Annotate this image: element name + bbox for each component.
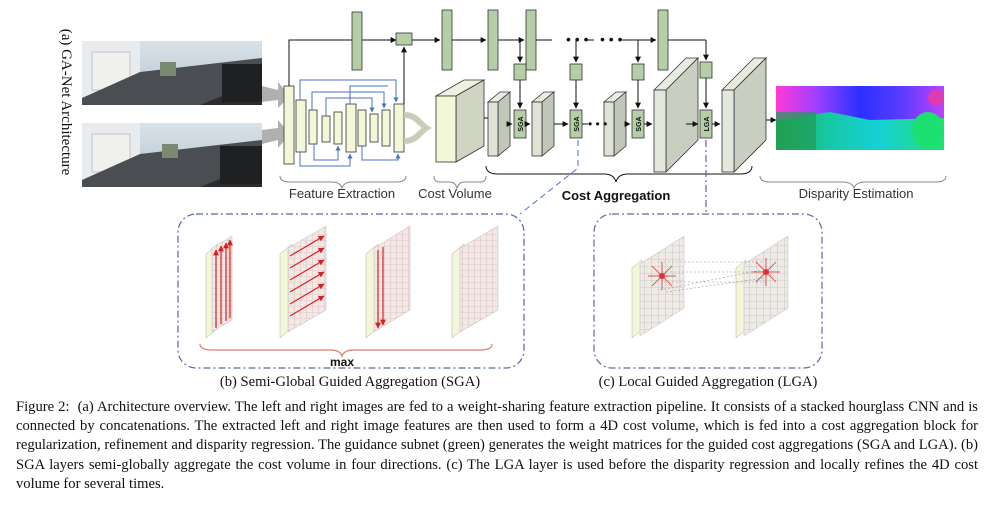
architecture-figure: (a) GA-Net Architecture xyxy=(58,9,947,390)
label-feature-extraction: Feature Extraction xyxy=(289,186,395,201)
feature-concat-merge xyxy=(404,112,432,144)
sga-layer-tags: SGA SGA SGA xyxy=(513,109,645,139)
label-cost-aggregation: Cost Aggregation xyxy=(562,188,671,203)
svg-text:SGA: SGA xyxy=(518,116,525,131)
feature-extraction-blocks xyxy=(283,85,405,165)
lga-layer-tag: LGA xyxy=(699,109,713,139)
svg-text:• • •: • • • xyxy=(600,31,623,47)
lga-local-slices xyxy=(631,235,789,339)
guidance-subnet: • • • • • • xyxy=(288,9,713,109)
figure-caption-text: (a) Architecture overview. The left and … xyxy=(16,399,978,492)
sga-panel-caption: (b) Semi-Global Guided Aggregation (SGA) xyxy=(220,374,480,390)
sga-panel-frame xyxy=(177,213,525,369)
cost-aggregation-blocks xyxy=(486,57,767,173)
lga-panel-caption: (c) Local Guided Aggregation (LGA) xyxy=(599,374,818,390)
svg-text:LGA: LGA xyxy=(704,117,711,132)
stage-braces xyxy=(279,175,947,190)
input-arrow-left xyxy=(262,82,290,108)
figure-caption: Figure 2: (a) Architecture overview. The… xyxy=(16,398,978,494)
label-disparity-estimation: Disparity Estimation xyxy=(799,186,914,201)
label-cost-volume: Cost Volume xyxy=(418,186,492,201)
cost-aggregation-brace xyxy=(485,165,753,183)
aggregation-flow-arrows xyxy=(506,117,777,127)
lga-panel-frame xyxy=(593,213,823,369)
sga-max-label: max xyxy=(330,355,354,369)
sga-direction-slices xyxy=(205,225,499,339)
svg-text:• • •: • • • xyxy=(566,31,589,47)
disparity-output-map xyxy=(776,86,944,150)
panel-a-title: (a) GA-Net Architecture xyxy=(58,29,74,176)
svg-text:SGA: SGA xyxy=(636,116,643,131)
sga-max-brace xyxy=(199,343,493,358)
figure-caption-label: Figure 2: xyxy=(16,399,70,415)
feature-skip-connections xyxy=(299,79,401,167)
right-input-image xyxy=(82,123,262,187)
cost-volume-block xyxy=(434,79,486,163)
left-input-image xyxy=(82,41,262,105)
svg-text:SGA: SGA xyxy=(574,116,581,131)
input-arrow-right xyxy=(262,120,290,148)
svg-text:• • •: • • • xyxy=(588,117,607,131)
